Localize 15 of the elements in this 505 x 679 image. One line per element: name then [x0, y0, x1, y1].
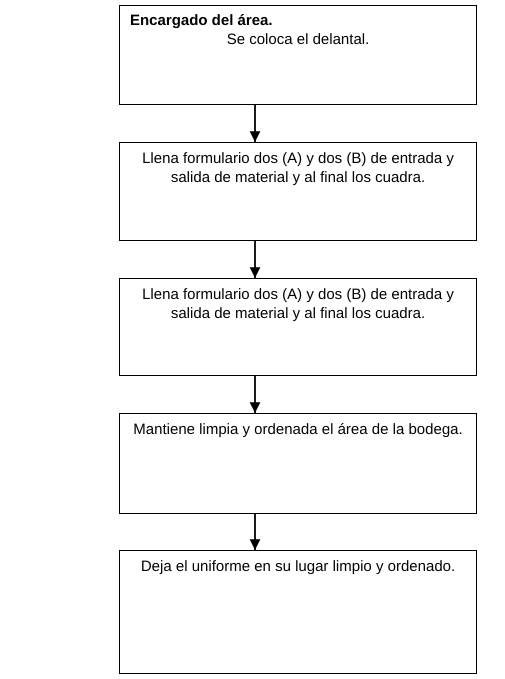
arrow	[250, 105, 260, 142]
step-text: Llena formulario dos (A) y dos (B) de entrada y salida de material y al final los cuadra.	[141, 149, 455, 187]
arrow	[250, 241, 260, 278]
arrow	[250, 376, 260, 413]
step-text: Mantiene limpia y ordenada el área de la bodega.	[133, 420, 463, 439]
process-box	[119, 413, 477, 514]
process-box	[119, 550, 477, 674]
step-text: Llena formulario dos (A) y dos (B) de entrada y salida de material y al final los cuadra.	[141, 285, 455, 323]
arrow	[250, 514, 260, 550]
process-box	[119, 5, 477, 105]
process-box	[119, 142, 477, 241]
role-heading: Encargado del área.	[130, 12, 273, 30]
process-box	[119, 278, 477, 376]
step-text: Deja el uniforme en su lugar limpio y ordenado.	[140, 557, 456, 576]
step-text: Se coloca el delantal.	[226, 30, 370, 49]
